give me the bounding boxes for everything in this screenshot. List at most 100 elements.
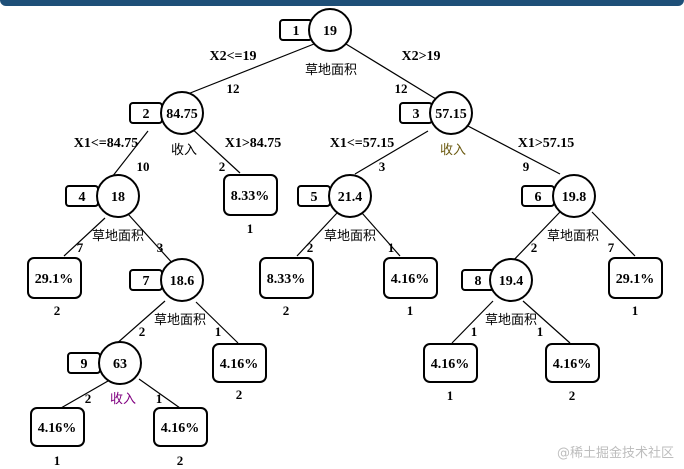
leaf-node: 4.16% 1 <box>383 257 438 318</box>
tree-node: 8 19.4 <box>461 258 533 302</box>
condition-label: X1<=84.75 <box>74 136 139 151</box>
edge-n4-leaf <box>63 217 106 257</box>
leaf-box <box>608 257 663 299</box>
node-circle <box>160 91 204 135</box>
condition-label: X1<=57.15 <box>330 136 395 151</box>
leaf-node: 4.16% 2 <box>545 343 600 403</box>
edge-n2-leaf <box>188 125 241 174</box>
node-id: 9 <box>81 357 88 372</box>
leaf-box <box>223 174 278 216</box>
node-circle <box>98 341 142 385</box>
node-value: 84.75 <box>166 107 198 122</box>
edge-n7-leaf <box>195 301 239 344</box>
leaf-box <box>27 257 82 299</box>
node-circle <box>160 258 204 302</box>
split-label: 收入 <box>440 143 466 158</box>
node-value: 18.6 <box>170 274 195 289</box>
tree-edges <box>60 43 636 409</box>
edge-n5-leaf-r <box>361 212 401 257</box>
leaf-class: 1 <box>447 388 454 403</box>
leaf-class: 1 <box>54 453 61 468</box>
leaf-percent: 4.16% <box>161 421 200 436</box>
condition-labels: X2<=19 X2>19 X1<=84.75 X1>84.75 X1<=57.1… <box>74 49 575 151</box>
condition-label: X2<=19 <box>209 49 256 64</box>
edge-count: 1 <box>471 324 478 339</box>
edge-count: 2 <box>139 324 146 339</box>
leaf-nodes: 8.33% 1 29.1% 2 4.16% 2 4.16% 1 4.16% 2 … <box>27 174 663 468</box>
condition-label: X1>84.75 <box>225 136 282 151</box>
tree-node: 3 57.15 <box>399 91 473 135</box>
leaf-node: 29.1% 1 <box>608 257 663 318</box>
leaf-class: 1 <box>247 221 254 236</box>
leaf-percent: 4.16% <box>553 357 592 372</box>
leaf-class: 1 <box>632 303 639 318</box>
leaf-percent: 4.16% <box>220 357 259 372</box>
leaf-percent: 8.33% <box>231 189 270 204</box>
leaf-box <box>423 343 478 383</box>
split-label: 草地面积 <box>324 229 376 244</box>
edge-count: 12 <box>395 81 408 96</box>
leaf-percent: 8.33% <box>267 272 306 287</box>
node-value: 57.15 <box>435 107 467 122</box>
leaf-class: 2 <box>569 388 576 403</box>
leaf-box <box>545 343 600 383</box>
node-circle <box>308 8 352 52</box>
edge-count: 9 <box>523 159 530 174</box>
node-id: 7 <box>143 274 150 289</box>
split-label: 草地面积 <box>547 229 599 244</box>
edge-counts: 12 12 10 2 3 9 7 3 2 1 2 7 2 1 1 1 2 1 <box>77 81 615 406</box>
tree-node: 2 84.75 <box>129 91 204 135</box>
edge-count: 1 <box>388 240 395 255</box>
edge-n2-n4 <box>111 130 149 178</box>
leaf-node: 8.33% 1 <box>223 174 278 236</box>
split-label: 草地面积 <box>485 313 537 328</box>
edge-count: 12 <box>227 81 240 96</box>
edge-n9-leaf <box>60 380 109 409</box>
tree-node: 6 19.8 <box>521 174 596 218</box>
split-label: 草地面积 <box>305 63 357 78</box>
leaf-class: 1 <box>407 303 414 318</box>
node-value: 19.4 <box>499 274 524 289</box>
node-value: 19 <box>323 24 337 39</box>
node-circle <box>328 174 372 218</box>
tree-node: 9 63 <box>67 341 142 385</box>
node-id: 6 <box>535 190 542 205</box>
edge-n9-leaf-r <box>138 378 181 409</box>
edge-count: 1 <box>215 324 222 339</box>
leaf-class: 2 <box>54 303 61 318</box>
node-circle <box>96 174 140 218</box>
edge-n5-leaf <box>296 212 338 257</box>
tree-node: 4 18 <box>65 174 140 218</box>
leaf-node: 4.16% 1 <box>423 343 478 403</box>
leaf-percent: 4.16% <box>431 357 470 372</box>
node-id: 3 <box>413 107 420 122</box>
node-value: 63 <box>113 357 127 372</box>
edge-n1-n3 <box>345 43 437 100</box>
edge-count: 7 <box>608 240 615 255</box>
node-value: 21.4 <box>338 190 363 205</box>
edge-n6-leaf <box>591 211 636 257</box>
watermark-text: @稀土掘金技术社区 <box>556 446 674 461</box>
edge-count: 2 <box>219 159 226 174</box>
split-label: 收入 <box>110 392 136 407</box>
edge-count: 2 <box>85 391 92 406</box>
leaf-percent: 4.16% <box>38 421 77 436</box>
edge-count: 3 <box>157 240 164 255</box>
tree-node: 7 18.6 <box>129 258 204 302</box>
node-value: 18 <box>111 190 125 205</box>
edge-n8-leaf-r <box>522 300 571 344</box>
split-label: 草地面积 <box>154 313 206 328</box>
internal-nodes: 1 19 2 84.75 3 57.15 4 18 5 <box>65 8 596 385</box>
edge-n7-n9 <box>114 300 166 346</box>
leaf-percent: 29.1% <box>35 272 74 287</box>
edge-n3-n6 <box>465 124 561 175</box>
node-circle <box>429 91 473 135</box>
leaf-percent: 29.1% <box>616 272 655 287</box>
edge-n1-n2 <box>169 43 315 102</box>
leaf-node: 29.1% 2 <box>27 257 82 318</box>
leaf-box <box>30 407 85 447</box>
tree-node: 5 21.4 <box>297 174 372 218</box>
leaf-box <box>212 343 267 383</box>
edge-n8-leaf <box>451 300 494 344</box>
